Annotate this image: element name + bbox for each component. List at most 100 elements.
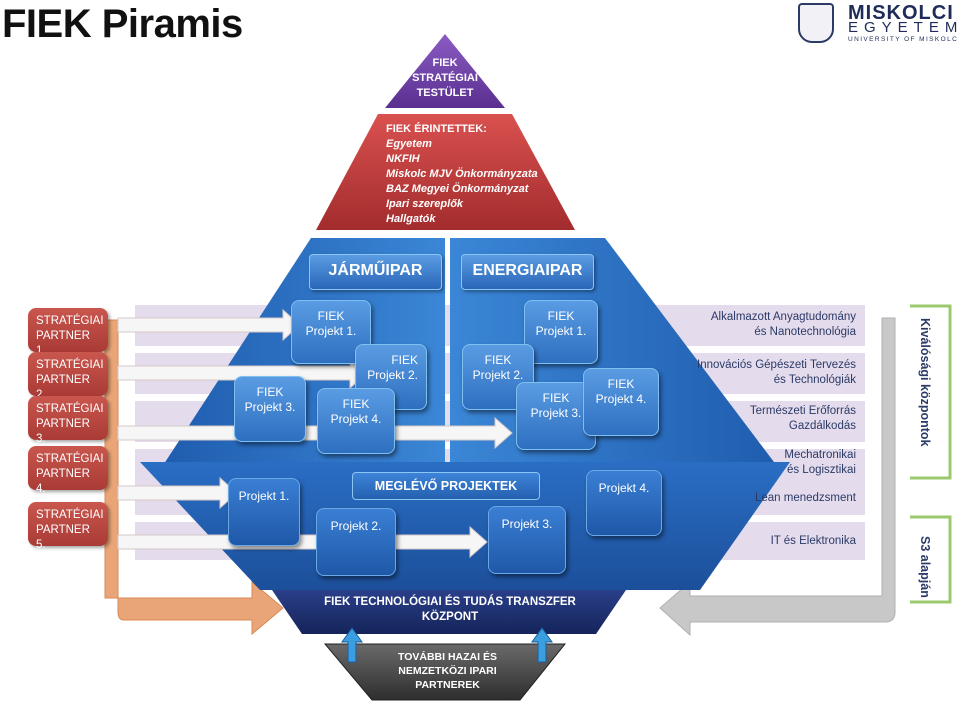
partner-line: STRATÉGIAI: [36, 403, 104, 415]
strategic-partner: STRATÉGIAI PARTNER 1.: [28, 308, 108, 357]
transfer-center-label: FIEK TECHNOLÓGIAI ÉS TUDÁS TRANSZFER KÖZ…: [300, 595, 600, 625]
category-line: és Logisztikai: [786, 464, 856, 476]
stakeholder-item: BAZ Megyei Önkormányzat: [386, 183, 529, 195]
s3-bracket: [910, 515, 952, 604]
category-line: Lean menedzsment: [754, 492, 856, 504]
project-line: FIEK: [484, 353, 512, 367]
fiek-project-energy: FIEK Projekt 3.: [516, 382, 596, 450]
project-line: Projekt 3.: [530, 406, 582, 420]
project-line: FIEK: [317, 309, 345, 323]
partner-line: PARTNER 1.: [36, 330, 90, 357]
partners-base-trapezoid: [323, 643, 567, 701]
partner-arrow: [117, 525, 488, 559]
logo-name: MISKOLCI: [848, 2, 954, 24]
project-line: Projekt 4.: [595, 392, 647, 406]
existing-project: Projekt 2.: [316, 508, 396, 576]
project-line: FIEK: [542, 391, 570, 405]
stakeholders-title: FIEK ÉRINTETTEK:: [386, 123, 487, 135]
project-line: Projekt 1.: [238, 489, 290, 503]
strategic-partner: STRATÉGIAI PARTNER 3.: [28, 396, 108, 445]
category-mechanical-design: Innovációs Gépészeti Tervezés és Technoló…: [660, 358, 856, 388]
strategic-body-line: TESTÜLET: [416, 87, 474, 99]
up-arrow-icon: [341, 627, 363, 663]
excellence-centers-label: Kiválósági központok: [918, 318, 932, 447]
category-it: IT és Elektronika: [660, 534, 856, 549]
partners-base-line: NEMZETKÖZI IPARI: [398, 665, 497, 677]
existing-project: Projekt 4.: [586, 470, 662, 536]
excellence-bracket: [910, 304, 952, 480]
project-line: Projekt 4.: [330, 412, 382, 426]
strategic-body-label: FIEK STRATÉGIAI TESTÜLET: [395, 56, 495, 101]
partner-line: STRATÉGIAI: [36, 453, 104, 465]
strategic-partner: STRATÉGIAI PARTNER 5.: [28, 502, 108, 551]
sector-vehicle-industry: JÁRMŰIPAR: [309, 254, 442, 290]
strategic-body-line: FIEK: [432, 57, 458, 69]
project-line: Projekt 2.: [330, 519, 382, 533]
project-line: Projekt 3.: [244, 400, 296, 414]
transfer-center-trapezoid: [272, 590, 626, 634]
project-line: Projekt 4.: [598, 481, 650, 495]
transfer-center-line: KÖZPONT: [421, 611, 479, 623]
existing-project: Projekt 3.: [488, 506, 566, 574]
logo-egyetem: EGYETEM: [848, 19, 960, 36]
project-line: FIEK: [607, 377, 635, 391]
strategic-body-line: STRATÉGIAI: [412, 72, 478, 84]
project-line: FIEK: [547, 309, 575, 323]
partners-base-line: TOVÁBBI HAZAI ÉS: [398, 651, 497, 663]
strategic-partner: STRATÉGIAI PARTNER 4.: [28, 446, 108, 495]
partner-line: PARTNER 2.: [36, 374, 90, 401]
existing-projects-label: MEGLÉVŐ PROJEKTEK: [352, 472, 540, 500]
strategic-body-triangle: [385, 34, 505, 108]
partner-line: PARTNER 3.: [36, 418, 90, 445]
stakeholder-item: Miskolc MJV Önkormányzata: [386, 168, 538, 180]
university-logo: MISKOLCI EGYETEM UNIVERSITY OF MISKOLC: [798, 2, 957, 45]
fiek-project-vehicle: FIEK Projekt 4.: [317, 388, 395, 454]
stakeholders-list: FIEK ÉRINTETTEK: Egyetem NKFIH Miskolc M…: [386, 122, 576, 227]
category-line: és Nanotechnológia: [754, 326, 856, 338]
project-line: FIEK: [342, 397, 370, 411]
category-line: Innovációs Gépészeti Tervezés: [697, 359, 856, 371]
category-materials: Alkalmazott Anyagtudomány és Nanotechnoló…: [660, 310, 856, 340]
project-line: Projekt 1.: [305, 324, 357, 338]
stakeholder-item: NKFIH: [386, 153, 420, 165]
fiek-project-energy: FIEK Projekt 1.: [524, 300, 598, 364]
stakeholders-trapezoid: [316, 114, 575, 230]
strategic-partner: STRATÉGIAI PARTNER 2.: [28, 352, 108, 401]
fiek-project-energy: FIEK Projekt 4.: [583, 368, 659, 436]
category-line: Természeti Erőforrás: [749, 405, 856, 417]
transfer-center-line: FIEK TECHNOLÓGIAI ÉS TUDÁS TRANSZFER: [324, 596, 576, 608]
partner-line: PARTNER 5.: [36, 524, 90, 551]
up-arrow-icon: [531, 627, 553, 663]
project-line: Projekt 1.: [535, 324, 587, 338]
category-line: Mechatronikai: [784, 449, 856, 461]
category-line: IT és Elektronika: [770, 535, 856, 547]
partners-base-label: TOVÁBBI HAZAI ÉS NEMZETKÖZI IPARI PARTNE…: [365, 650, 530, 692]
stakeholder-item: Ipari szereplők: [386, 198, 464, 210]
project-line: FIEK: [256, 385, 284, 399]
project-line: FIEK: [391, 353, 418, 367]
partner-line: STRATÉGIAI: [36, 315, 104, 327]
category-line: Gazdálkodás: [788, 420, 856, 432]
category-lean: Lean menedzsment: [660, 491, 856, 506]
crest-icon: [798, 3, 834, 43]
s3-label: S3 alapján: [918, 536, 932, 598]
page-title: FIEK Piramis: [2, 2, 243, 46]
project-line: Projekt 2.: [367, 368, 418, 382]
project-line: Projekt 2.: [472, 368, 524, 382]
logo-university: UNIVERSITY OF MISKOLC: [848, 36, 959, 43]
partners-base-line: PARTNEREK: [415, 679, 480, 691]
partner-line: STRATÉGIAI: [36, 509, 104, 521]
category-mechatronics: Mechatronikai és Logisztikai: [660, 448, 856, 478]
sector-energy-industry: ENERGIAIPAR: [461, 254, 594, 290]
stakeholder-item: Egyetem: [386, 138, 432, 150]
partner-line: PARTNER 4.: [36, 468, 90, 495]
fiek-project-vehicle: FIEK Projekt 3.: [234, 376, 306, 442]
category-line: és Technológiák: [773, 374, 856, 386]
stakeholder-item: Hallgatók: [386, 213, 436, 225]
category-line: Alkalmazott Anyagtudomány: [710, 311, 856, 323]
partner-arrow: [117, 416, 513, 450]
partner-line: STRATÉGIAI: [36, 359, 104, 371]
project-line: Projekt 3.: [501, 517, 553, 531]
existing-project: Projekt 1.: [228, 478, 300, 546]
